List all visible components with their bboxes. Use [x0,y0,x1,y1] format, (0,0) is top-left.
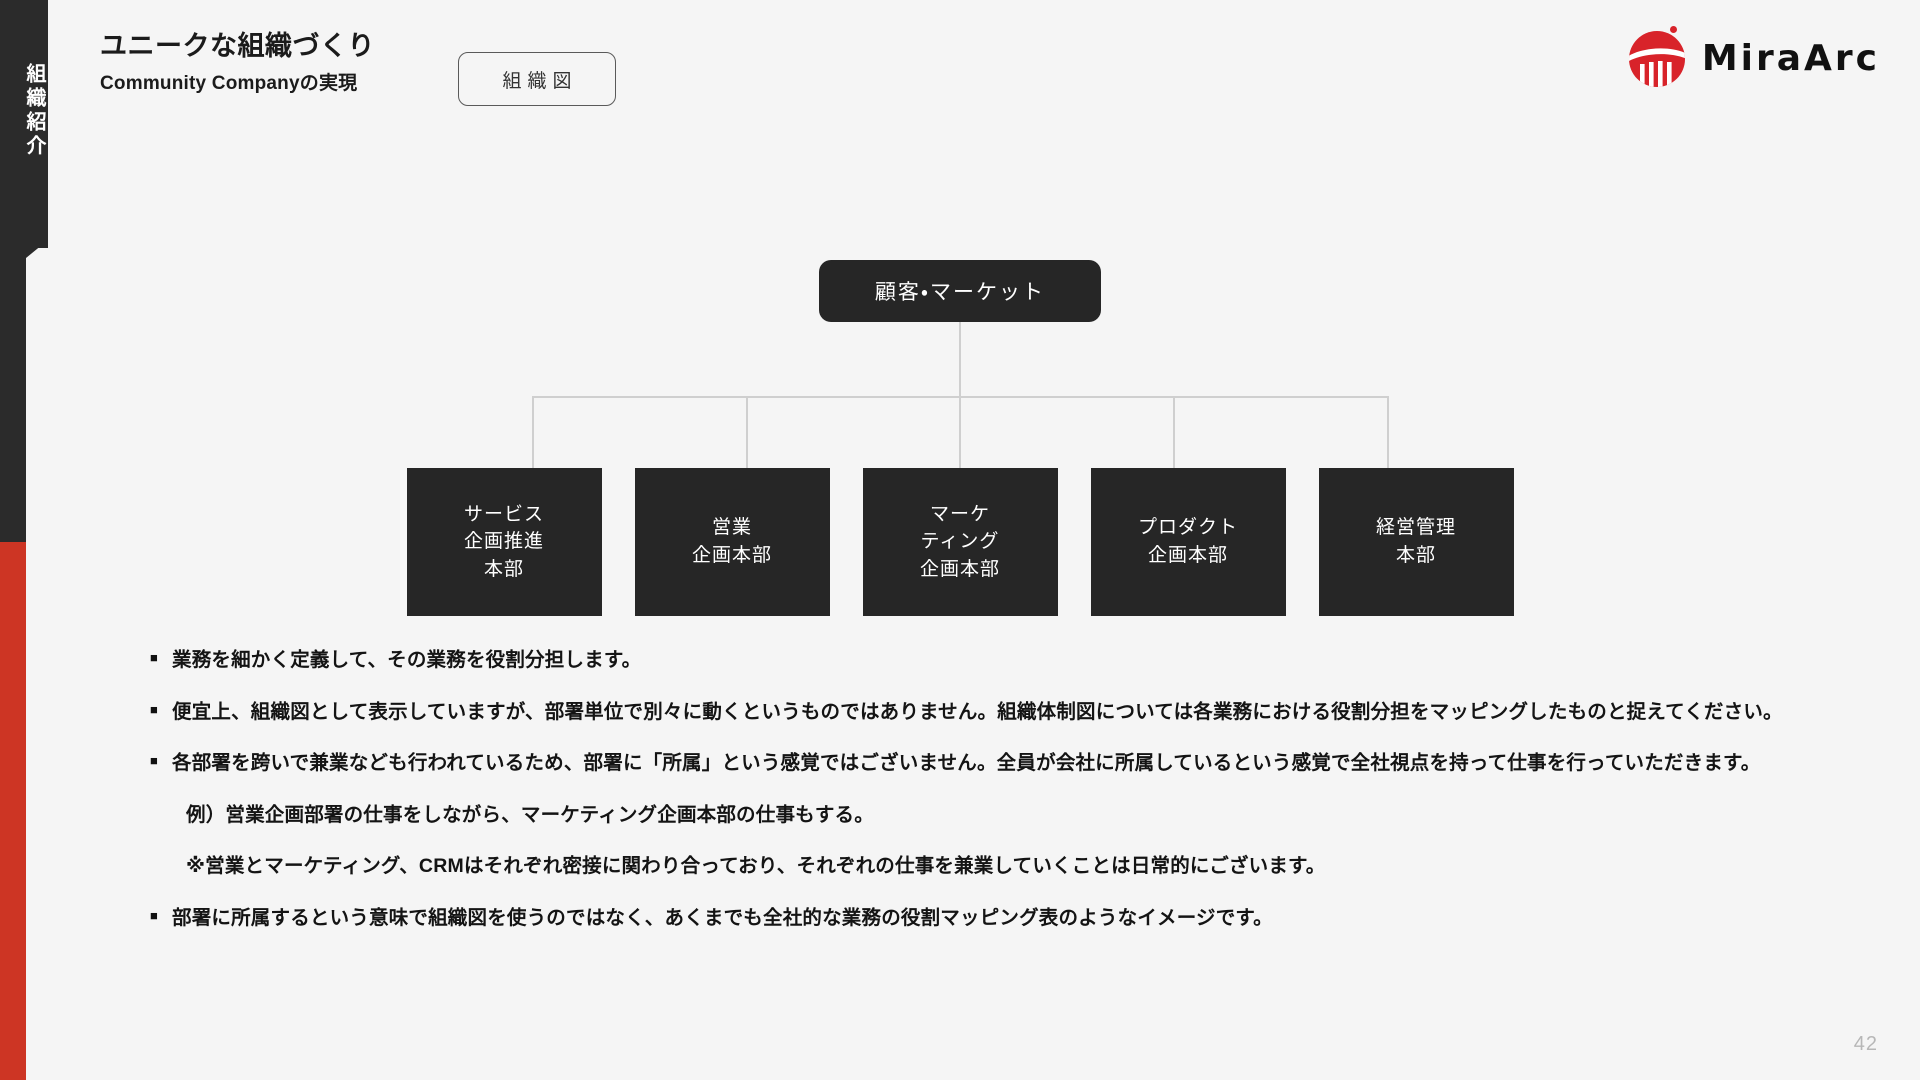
page-number: 42 [1853,1033,1878,1055]
title-block: ユニークな組織づくり Community Companyの実現 [100,30,430,96]
list-item-text: 部署に所属するという意味で組織図を使うのではなく、あくまでも全社的な業務の役割マ… [172,906,1273,929]
list-item-text: 各部署を跨いで兼業なども行われているため、部署に「所属」という感覚ではございませ… [172,752,1761,775]
logo-wordmark: MiraArc [1701,38,1880,79]
list-item-text: 業務を細かく定義して、その業務を役割分担します。 [172,649,642,671]
list-item: ■ 便宜上、組織図として表示していますが、部署単位で別々に動くというものではあり… [150,697,1850,729]
list-item: ■ 部署に所属するという意味で組織図を使うのではなく、あくまでも全社的な業務の役… [150,903,1850,935]
org-connector-drop-3 [959,396,961,470]
list-item: ■ 業務を細かく定義して、その業務を役割分担します。 [150,645,1850,677]
section-badge: 組織図 [458,52,616,106]
sidebar-section-label: 組織紹介 [23,63,45,159]
bullet-square-icon: ■ [150,753,158,769]
bullet-square-icon: ■ [150,650,158,665]
org-node-department: サービス 企画推進 本部 [406,468,602,616]
brand-logo: MiraArc [1626,26,1880,90]
list-item-text: 便宜上、組織図として表示していますが、部署単位で別々に動くというものではありませ… [172,700,1783,723]
org-node-department: マーケ ティング 企画本部 [862,468,1058,616]
list-item: ■ 各部署を跨いで兼業なども行われているため、部署に「所属」という感覚ではござい… [150,748,1850,780]
org-node-department: 営業 企画本部 [634,468,830,616]
sidebar-rail-dark [0,240,26,542]
miraarc-logo-icon [1626,28,1688,90]
org-node-root: 顧客・マーケット [819,260,1101,322]
org-node-row: サービス 企画推進 本部 営業 企画本部 マーケ ティング 企画本部 プロダクト… [0,468,1920,616]
org-node-department: プロダクト 企画本部 [1090,468,1286,616]
org-connector-drop-2 [746,396,748,470]
org-connector-stem [959,322,961,397]
bullet-square-icon: ■ [150,701,158,717]
page-subtitle: Community Companyの実現 [100,72,358,94]
list-item-example: 例）営業企画部署の仕事をしながら、マーケティング企画本部の仕事もする。 [186,803,874,826]
page-title: ユニークな組織づくり [100,31,375,61]
org-node-department: 経営管理 本部 [1318,468,1514,616]
logo-dot-accent [1669,26,1677,33]
sidebar-rail-accent [0,542,26,1080]
notes-list: ■ 業務を細かく定義して、その業務を役割分担します。 ■ 便宜上、組織図として表… [150,645,1850,954]
org-connector-drop-4 [1173,396,1175,470]
list-item-footnote: ※営業とマーケティング、CRMはそれぞれ密接に関わり合っており、それぞれの仕事を… [186,855,1326,878]
bullet-square-icon: ■ [150,907,158,923]
sidebar-section-tab: 組織紹介 [0,0,48,248]
org-connector-drop-1 [532,396,534,470]
org-connector-drop-5 [1387,396,1389,470]
org-chart: 顧客・マーケット サービス 企画推進 本部 営業 企画本部 マーケ ティング 企… [0,240,1920,616]
slide-header: ユニークな組織づくり Community Companyの実現 組織図 [100,30,616,106]
